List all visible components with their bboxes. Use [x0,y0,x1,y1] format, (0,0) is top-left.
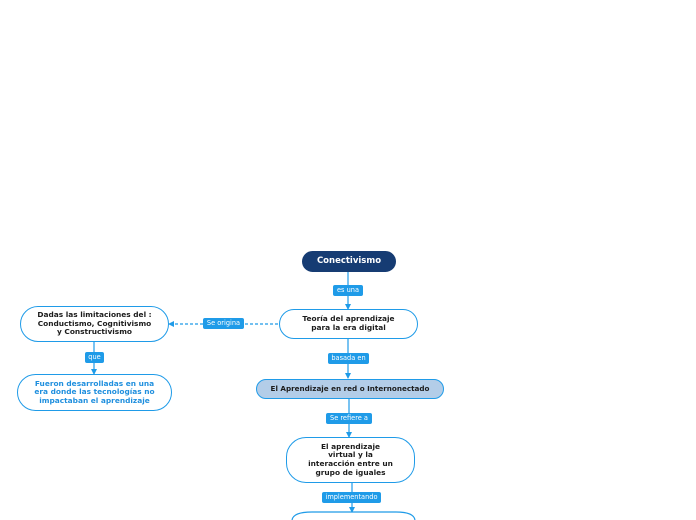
node-dadas-limitaciones[interactable]: Dadas las limitaciones del : Conductismo… [20,306,169,342]
link-label-se-refiere-a[interactable]: Se refiere a [326,413,372,424]
link-label-implementando[interactable]: implementando [322,492,381,503]
node-conectivismo[interactable]: Conectivismo [302,251,396,272]
link-label-que[interactable]: que [85,352,104,363]
link-label-se-origina[interactable]: Se origina [203,318,244,329]
link-label-basada-en[interactable]: basada en [328,353,369,364]
node-aprendizaje-virtual[interactable]: El aprendizaje virtual y la interacción … [286,437,415,483]
node-fueron-desarrolladas[interactable]: Fueron desarrolladas en una era donde la… [17,374,172,411]
node-aprendizaje-en-red[interactable]: El Aprendizaje en red o Internonectado [256,379,444,399]
node-cut-off [291,511,416,520]
link-label-es-una[interactable]: es una [333,285,363,296]
node-teoria-aprendizaje[interactable]: Teoría del aprendizaje para la era digit… [279,309,418,339]
